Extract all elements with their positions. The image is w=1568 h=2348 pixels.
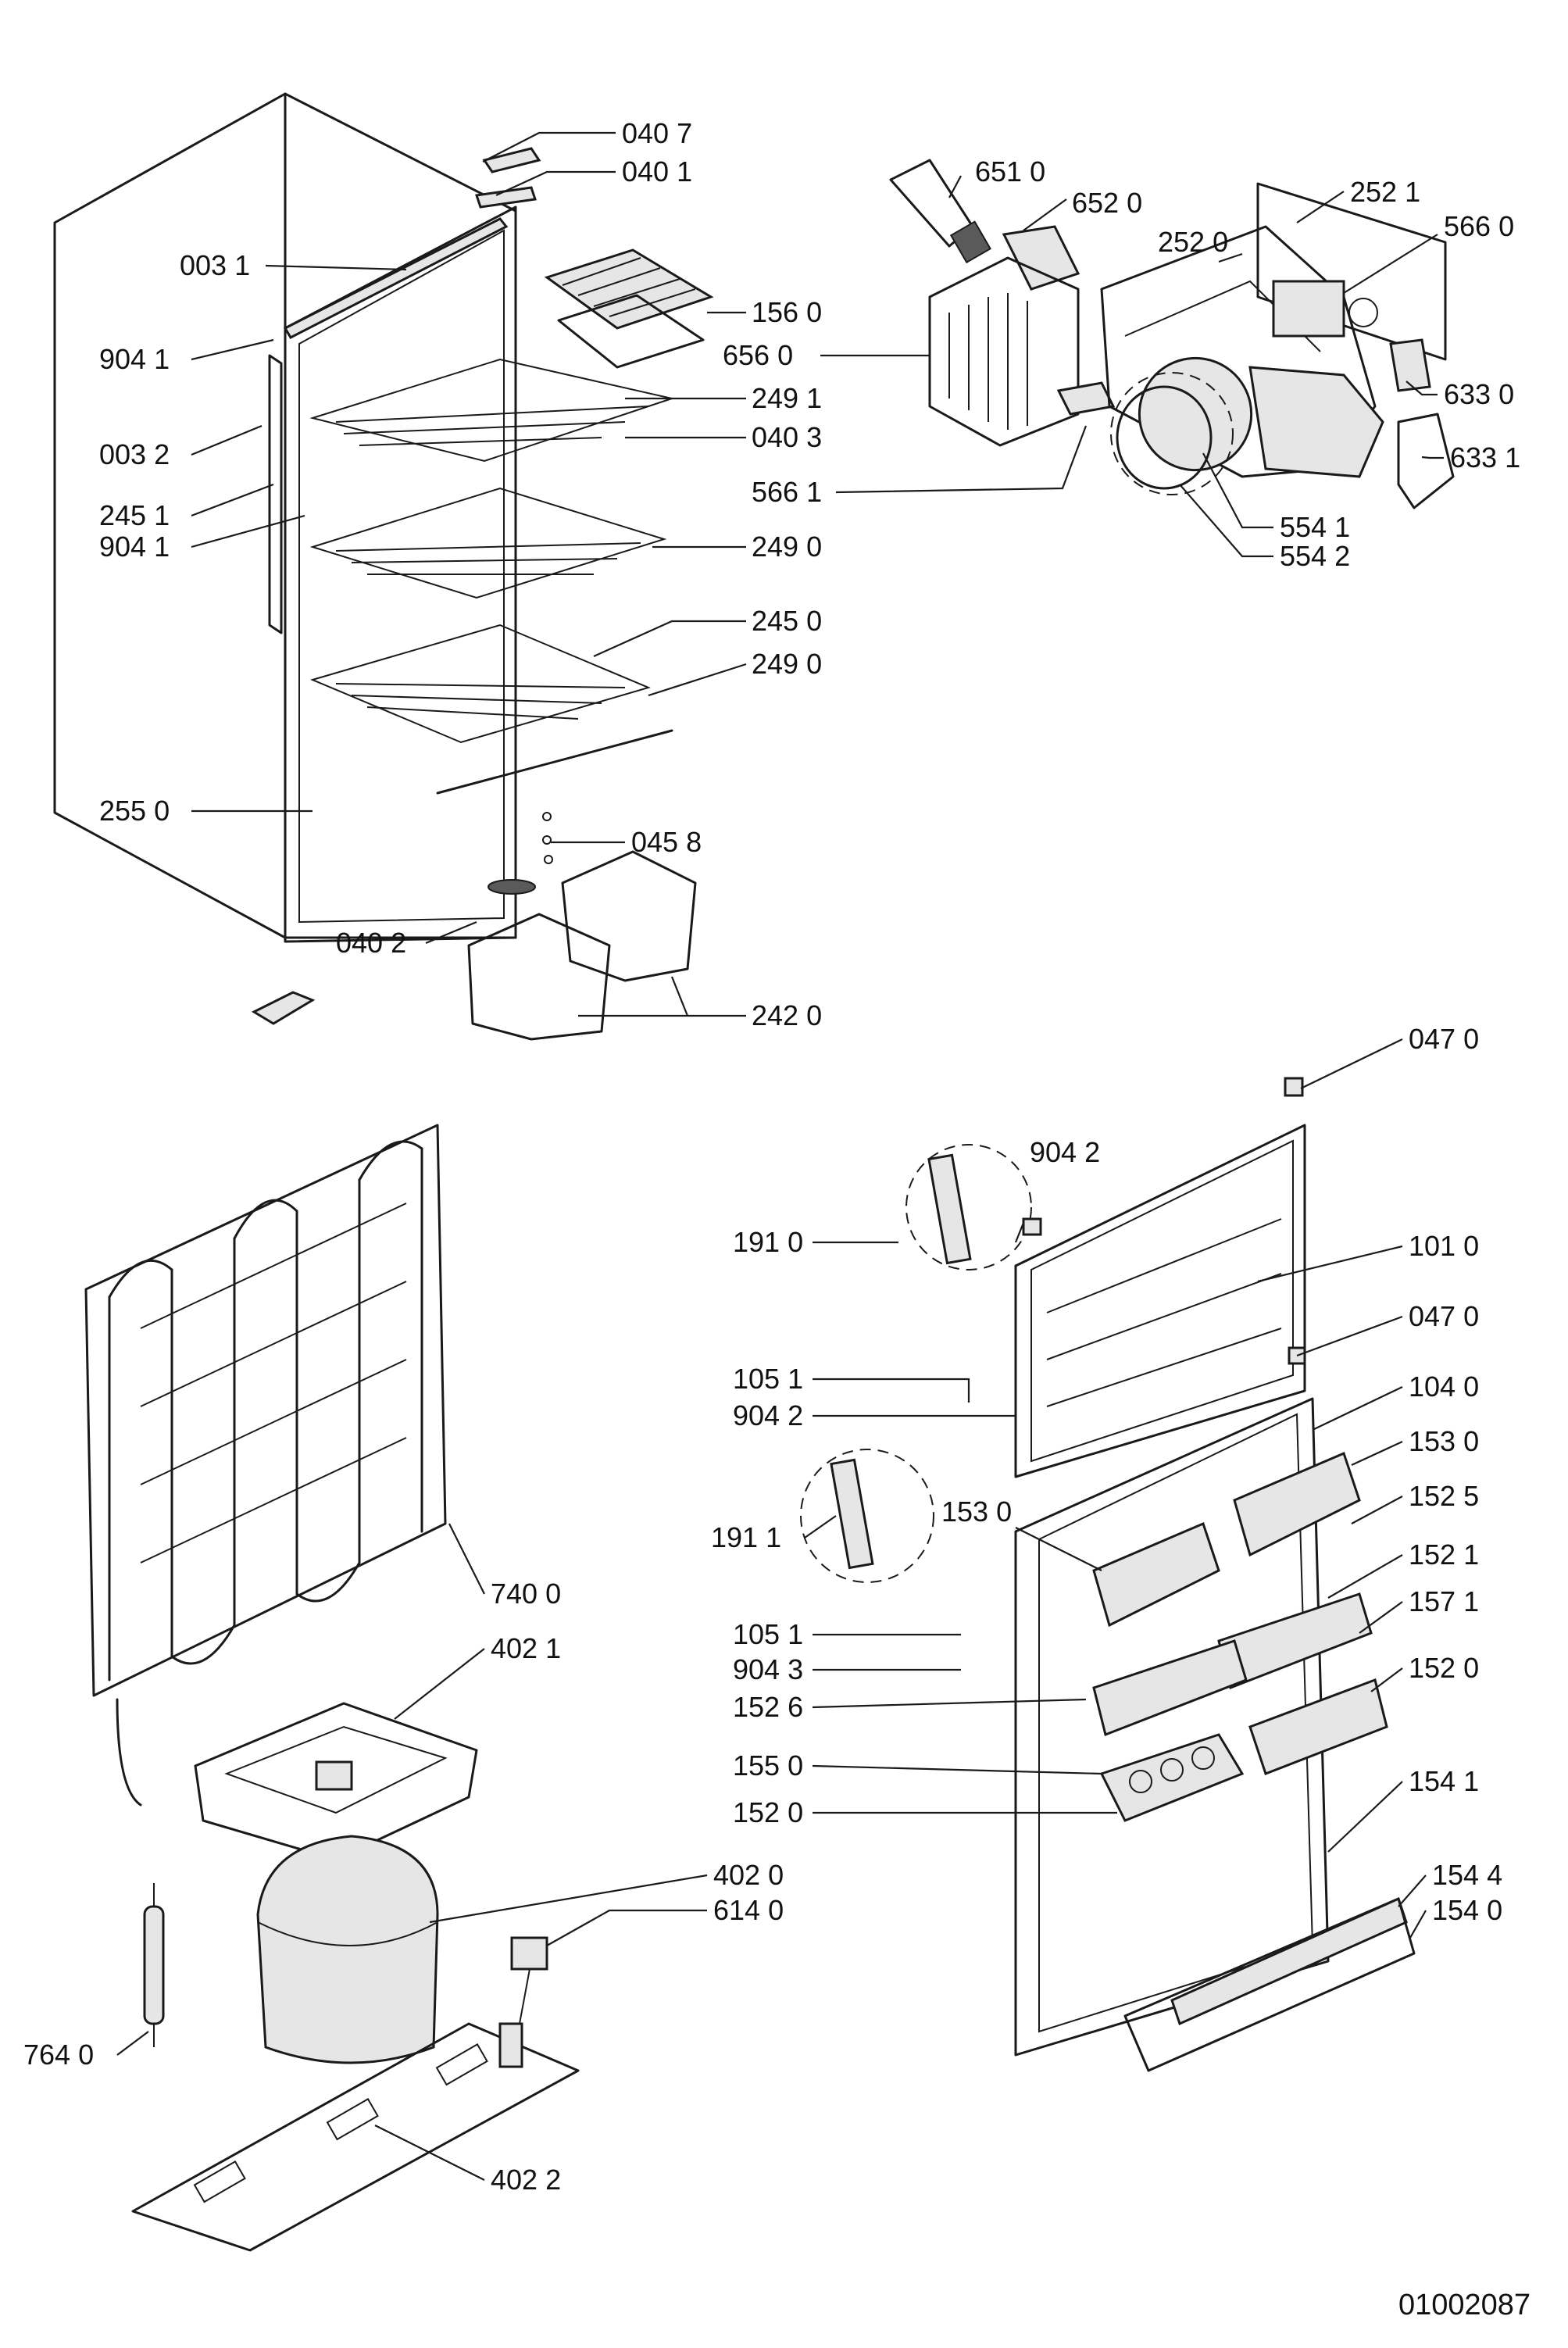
callout-0470-middle: 047 0 — [1409, 1300, 1479, 1332]
callout-1530-right: 153 0 — [1409, 1425, 1479, 1457]
callout-1525: 152 5 — [1409, 1480, 1479, 1512]
callout-2450: 245 0 — [752, 605, 822, 637]
callout-1521: 152 1 — [1409, 1539, 1479, 1571]
callout-2490-upper: 249 0 — [752, 531, 822, 563]
callout-0401: 040 1 — [622, 155, 692, 188]
callout-6331: 633 1 — [1450, 441, 1520, 474]
refrigerator-cabinet — [53, 92, 714, 1041]
callout-1541: 154 1 — [1409, 1765, 1479, 1797]
callout-1520-left: 152 0 — [733, 1796, 803, 1828]
callout-0032: 003 2 — [99, 438, 170, 470]
callout-1571: 157 1 — [1409, 1585, 1479, 1617]
wire-shelf-middle — [309, 487, 667, 599]
callout-1911: 191 1 — [711, 1521, 781, 1553]
compressor-base-plate — [131, 2022, 580, 2252]
callout-1560: 156 0 — [752, 296, 822, 328]
callout-0031: 003 1 — [180, 249, 250, 281]
crisper-drawers — [467, 812, 697, 1041]
egg-tray — [1099, 1733, 1245, 1822]
callout-1040: 104 0 — [1409, 1371, 1479, 1403]
callout-0458: 045 8 — [631, 826, 702, 858]
callout-6330: 633 0 — [1444, 378, 1514, 410]
callout-1010: 101 0 — [1409, 1230, 1479, 1262]
callout-2420: 242 0 — [752, 999, 822, 1031]
fridge-door — [1014, 1397, 1416, 2072]
callout-2490-lower: 249 0 — [752, 648, 822, 680]
filter-dryer — [143, 1883, 165, 2047]
door-shelf-upper-left — [1092, 1521, 1220, 1628]
condenser-coil — [84, 1124, 447, 1807]
ice-tray-assembly — [544, 248, 714, 369]
callout-4021: 402 1 — [491, 1632, 561, 1664]
callout-5660: 566 0 — [1444, 210, 1514, 242]
callout-5661: 566 1 — [752, 476, 822, 508]
lamp-cover — [928, 256, 1080, 447]
callout-1051-upper: 105 1 — [733, 1363, 803, 1395]
callout-1910: 191 0 — [733, 1226, 803, 1258]
callout-7400: 740 0 — [491, 1578, 561, 1610]
upper-hinge — [475, 186, 537, 209]
callout-2521: 252 1 — [1350, 176, 1420, 208]
callout-9042-lower: 904 2 — [733, 1399, 803, 1431]
callout-9042-upper: 904 2 — [1030, 1136, 1100, 1168]
callout-labels: 040 7 040 1 003 1 904 1 003 2 245 1 904 … — [23, 117, 1520, 2196]
door-shelf-lower-right — [1248, 1678, 1388, 1775]
duct-cover — [1248, 366, 1384, 478]
callout-5541: 554 1 — [1280, 511, 1350, 543]
callout-4020: 402 0 — [713, 1859, 784, 1891]
bottle-shelf — [1123, 1897, 1416, 2072]
bottle-rail — [1170, 1896, 1408, 2026]
switch — [1056, 381, 1116, 416]
hinge-cover — [482, 147, 541, 173]
callout-6560: 656 0 — [723, 339, 793, 371]
door-shelf-middle-left — [1092, 1639, 1248, 1737]
gasket-strip — [268, 354, 283, 634]
lower-hinge — [251, 991, 316, 1025]
starter-relay — [498, 1936, 548, 2068]
callout-1540: 154 0 — [1432, 1894, 1502, 1926]
hinge-pin-top — [1284, 1077, 1304, 1097]
callout-9041-upper: 904 1 — [99, 343, 170, 375]
door-shelf-upper-right — [1233, 1451, 1361, 1557]
wire-shelf-upper — [309, 358, 675, 463]
thermostat — [1272, 280, 1345, 338]
callout-0407: 040 7 — [622, 117, 692, 149]
end-cover — [1397, 413, 1455, 509]
callout-9041-lower: 904 1 — [99, 531, 170, 563]
callout-5542: 554 2 — [1280, 540, 1350, 572]
compressor — [131, 1835, 580, 2252]
callout-0403: 040 3 — [752, 421, 822, 453]
callout-7640: 764 0 — [23, 2039, 94, 2071]
callout-2520: 252 0 — [1158, 226, 1228, 258]
thermostat-bracket — [1256, 182, 1447, 361]
callout-1544: 154 4 — [1432, 1859, 1502, 1891]
callout-1526: 152 6 — [733, 1691, 803, 1723]
thermostat-lamp-assembly — [889, 159, 1455, 509]
callout-1550: 155 0 — [733, 1749, 803, 1782]
callout-2451: 245 1 — [99, 499, 170, 531]
callout-6510: 651 0 — [975, 155, 1045, 188]
gasket-detail-callouts — [800, 1144, 1042, 1583]
callout-9043: 904 3 — [733, 1653, 803, 1685]
wire-shelf-lower — [310, 624, 673, 795]
document-number: 01002087 — [1398, 2289, 1530, 2321]
top-trim — [283, 217, 509, 339]
drip-tray — [194, 1702, 478, 1861]
callout-6520: 652 0 — [1072, 187, 1142, 219]
callout-4022: 402 2 — [491, 2164, 561, 2196]
callout-0470-top: 047 0 — [1409, 1023, 1479, 1055]
callout-6140: 614 0 — [713, 1894, 784, 1926]
callout-2491: 249 1 — [752, 382, 822, 414]
lamp-clip — [1389, 338, 1431, 392]
leader-lines — [116, 131, 1444, 2181]
callout-1530-left: 153 0 — [941, 1496, 1012, 1528]
lamp-socket — [1002, 225, 1080, 291]
callout-2550: 255 0 — [99, 795, 170, 827]
callout-1520-right: 152 0 — [1409, 1652, 1479, 1684]
callout-0402: 040 2 — [336, 927, 406, 959]
callout-1051-lower: 105 1 — [733, 1618, 803, 1650]
